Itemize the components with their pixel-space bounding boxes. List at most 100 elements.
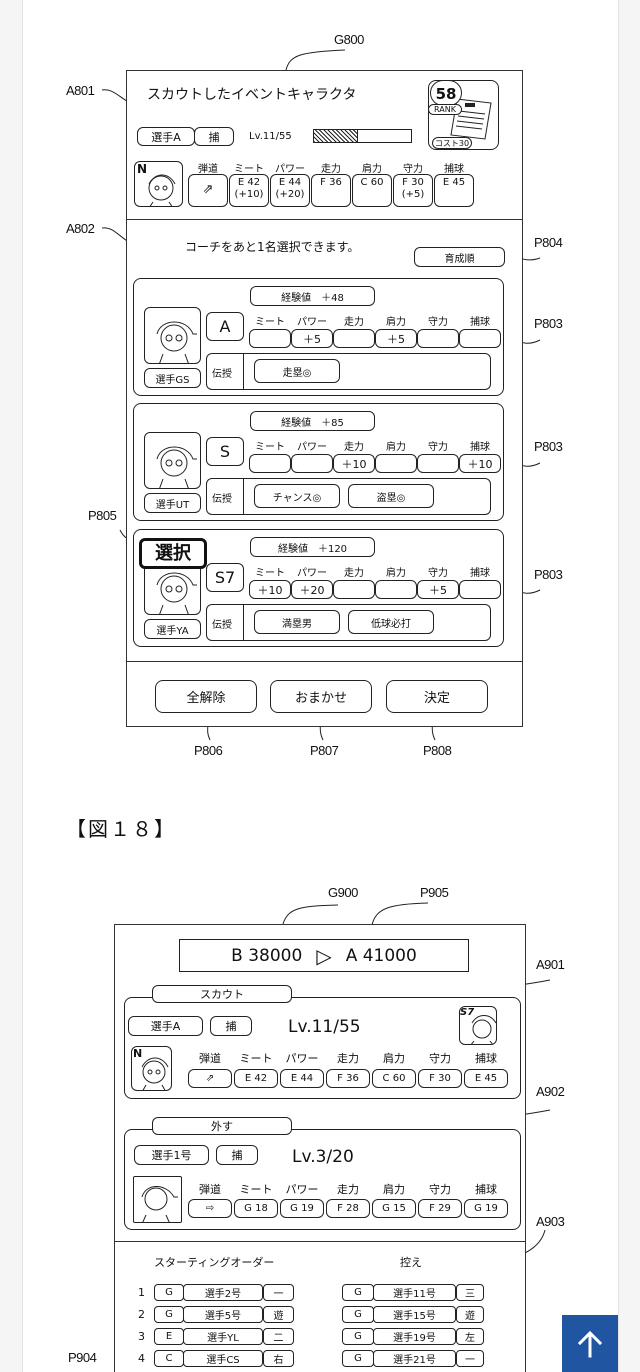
ref-label-a902: A902 [536,1084,565,1099]
player-name-cell[interactable]: 選手15号 [373,1306,456,1323]
grade-cell: C [154,1350,184,1367]
bench-title: 控え [400,1256,422,1269]
stat-cell: E 45 [434,174,474,207]
ref-label-a901: A901 [536,957,565,972]
order-number: 2 [138,1308,145,1321]
player-avatar[interactable]: N [131,1046,172,1091]
exp-badge: 経験値 ＋48 [250,286,375,306]
selected-badge[interactable]: 選択 [139,538,207,569]
player-name-badge: 選手A [137,127,195,146]
divider [243,478,244,515]
coach-avatar[interactable] [144,307,201,364]
figure-18-title: 【図１８】 [66,817,176,841]
coach-name-badge: 選手GS [144,368,201,388]
stat-cell: F 30 [418,1069,462,1088]
stat-header: 守力 [428,442,448,453]
ref-label-a903: A903 [536,1214,565,1229]
player-name-cell[interactable]: 選手21号 [373,1350,456,1367]
stat-bonus-cell: ＋10 [459,454,501,473]
position-badge: 捕 [210,1016,252,1036]
ref-label-p804: P804 [534,235,563,250]
sort-order-button[interactable]: 育成順 [414,247,505,267]
rarity-badge: N [133,1047,143,1060]
stat-value: F 30 [402,177,424,188]
stat-bonus-cell: ＋20 [291,580,333,599]
stat-bonus-cell [417,329,459,348]
player-avatar[interactable] [133,1176,182,1223]
stat-header: ミート [255,568,285,579]
stat-bonus-cell: ＋5 [375,329,417,348]
stat-cell: ⇨ [188,1199,232,1218]
grade-cell: G [342,1328,374,1345]
level-text: Lv.11/55 [249,131,292,142]
character-face-icon [156,321,197,363]
confirm-button[interactable]: 決定 [386,680,488,713]
auto-select-button[interactable]: おまかせ [270,680,372,713]
player-avatar[interactable]: N [134,161,183,207]
stat-header: パワー [297,442,327,453]
stat-header: 守力 [403,164,423,175]
stat-header: ミート [234,164,264,175]
remove-tab[interactable]: 外す [152,1117,292,1135]
stat-bonus-cell [459,329,501,348]
character-face-icon [141,1186,178,1222]
stat-bonus-cell [375,454,417,473]
coach-avatar[interactable]: S7 [459,1006,497,1045]
scout-tab[interactable]: スカウト [152,985,292,1003]
character-face-icon [141,1057,169,1090]
stat-header: 走力 [344,442,364,453]
ref-label-g800: G800 [334,32,364,47]
position-badge: 捕 [216,1145,258,1165]
level-progress-fill [314,130,358,142]
player-name-cell[interactable]: 選手2号 [183,1284,263,1301]
stat-cell: F 36 [326,1069,370,1088]
stat-cell: G 15 [372,1199,416,1218]
player-name-badge: 選手1号 [134,1145,209,1165]
coach-avatar[interactable] [144,432,201,489]
rarity-badge: N [137,162,148,176]
stat-header: ミート [239,1052,273,1065]
stat-bonus-cell [333,329,375,348]
player-name-cell[interactable]: 選手19号 [373,1328,456,1345]
coach-name-badge: 選手UT [144,493,201,513]
grade-cell: G [342,1350,374,1367]
stat-bonus-cell [375,580,417,599]
player-name-cell[interactable]: 選手5号 [183,1306,263,1323]
score-after: A 41000 [345,945,417,966]
exp-badge: 経験値 ＋120 [250,537,375,557]
stat-header: 肩力 [386,317,406,328]
player-name-cell[interactable]: 選手11号 [373,1284,456,1301]
stat-header: 走力 [337,1052,359,1065]
stat-header: ミート [255,317,285,328]
teach-label: 伝授 [212,620,232,631]
ref-label-p805: P805 [88,508,117,523]
position-badge: 捕 [194,127,234,146]
stat-header: ミート [239,1183,273,1196]
stat-cell: C 60 [352,174,392,207]
stat-header: 捕球 [470,317,490,328]
player-name-cell[interactable]: 選手YL [183,1328,263,1345]
order-number: 4 [138,1352,145,1365]
scroll-to-top-button[interactable] [562,1315,618,1372]
stat-header: パワー [285,1183,319,1196]
stat-header: 走力 [344,317,364,328]
stat-header: 守力 [428,568,448,579]
stat-cell: ⇗ [188,174,228,207]
rank-value: 58 [430,80,462,106]
skill-badge: 低球必打 [348,610,434,634]
clear-all-button[interactable]: 全解除 [155,680,257,713]
stat-value: E 42 [237,177,261,188]
coach-name-badge: 選手YA [144,619,201,639]
ref-label-p803: P803 [534,316,563,331]
coach-grade-badge: S7 [460,1007,475,1018]
grade-cell: G [342,1284,374,1301]
skill-badge: チャンス◎ [254,484,340,508]
ref-label-a801: A801 [66,83,95,98]
player-name-cell[interactable]: 選手CS [183,1350,263,1367]
stat-header: 肩力 [386,442,406,453]
stat-header: 捕球 [470,442,490,453]
stat-header: 守力 [428,317,448,328]
stat-bonus-cell [249,329,291,348]
stat-value: C 60 [360,177,384,188]
teach-skill-box [206,353,491,390]
